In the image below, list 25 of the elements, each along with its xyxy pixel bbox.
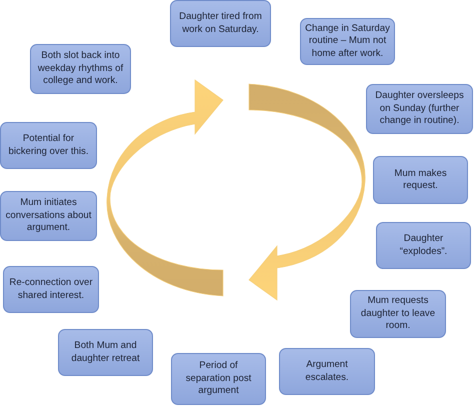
step-box bbox=[350, 290, 446, 338]
step-text: Both slot back into weekday rhythms of college and work. bbox=[36, 50, 124, 88]
step-box bbox=[58, 329, 153, 376]
step-box bbox=[279, 348, 375, 395]
step-box bbox=[373, 156, 468, 204]
step-text: Mum makes request. bbox=[393, 168, 448, 192]
step-box bbox=[366, 84, 473, 134]
step-text: Mum initiates conversations about argument. bbox=[5, 197, 92, 235]
step-text: Re-connection over shared interest. bbox=[8, 277, 94, 302]
step-text: Change in Saturday routine – Mum not home after work. bbox=[305, 22, 390, 60]
step-text: Mum requests daughter to leave room. bbox=[360, 295, 436, 333]
step-box bbox=[0, 122, 97, 169]
step-text: Daughter tired from work on Saturday. bbox=[178, 11, 263, 36]
step-box bbox=[376, 222, 471, 269]
step-box bbox=[170, 0, 271, 47]
step-text: Period of separation post argument bbox=[184, 360, 252, 398]
step-box bbox=[171, 353, 266, 405]
step-text: Potential for bickering over this. bbox=[8, 133, 90, 158]
step-box bbox=[0, 191, 97, 241]
step-box bbox=[3, 266, 99, 313]
step-text: Both Mum and daughter retreat bbox=[70, 340, 141, 365]
step-box bbox=[30, 44, 131, 94]
step-text: Daughter “explodes”. bbox=[398, 233, 448, 258]
step-text: Argument escalates. bbox=[304, 359, 350, 384]
step-text: Daughter oversleeps on Sunday (further change in routine). bbox=[374, 90, 465, 128]
